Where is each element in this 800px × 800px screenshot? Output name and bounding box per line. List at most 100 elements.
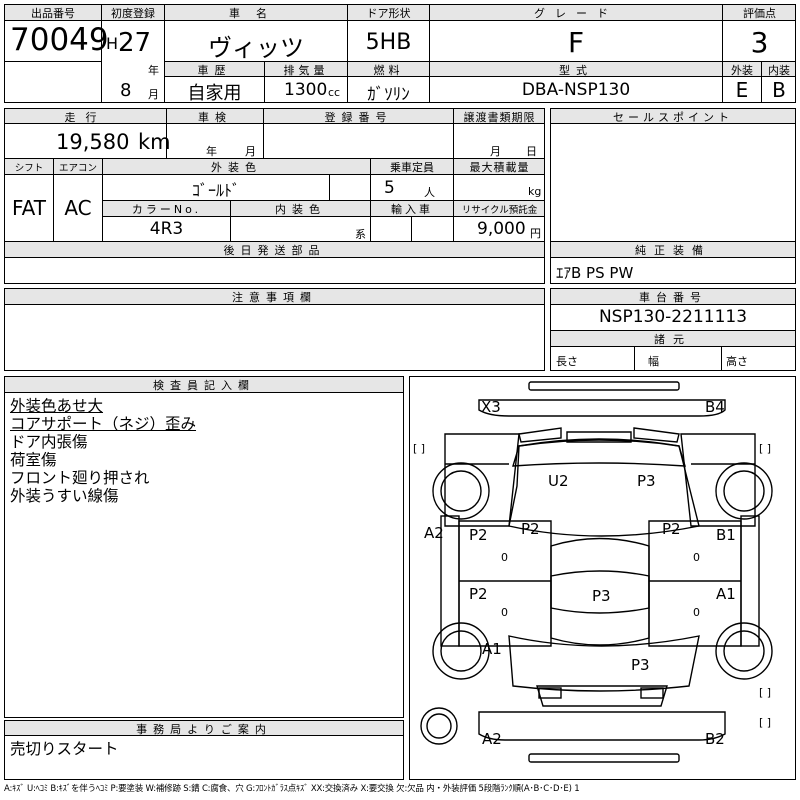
reg-year: 27 (118, 28, 152, 58)
import-header: 輸入車 (391, 203, 433, 216)
office-text: 売切りスタート (10, 740, 119, 758)
exterior-header: 外装 (731, 64, 753, 77)
inspector-line: 外装うすい線傷 (10, 487, 119, 505)
displacement-header: 排気量 (283, 64, 329, 77)
inspector-header: 検査員記入欄 (153, 379, 255, 392)
interior-grade: B (772, 78, 786, 102)
lot-header: 出品番号 (31, 7, 75, 20)
office-box (4, 720, 404, 780)
office-header: 事務局よりご案内 (136, 723, 272, 736)
exterior-grade: E (735, 78, 749, 102)
inspector-line: フロント廻り押され (10, 469, 150, 487)
dims-header: 諸元 (654, 333, 692, 346)
fuel-header: 燃料 (373, 64, 404, 77)
sales-point-header: セールスポイント (613, 111, 733, 124)
model-header: 型式 (559, 64, 593, 77)
aircon-header: エアコン (58, 163, 97, 174)
damage-label: U2 (548, 472, 569, 490)
legend: A:ｷｽﾞ U:ﾍｺﾐ B:ｷｽﾞを伴うﾍｺﾐ P:要塗装 W:補修跡 S:錆 … (4, 784, 580, 794)
door-header: ドア形状 (366, 7, 411, 20)
color-no-header: カラーNo. (131, 203, 202, 216)
insp-year-unit: 年 (206, 145, 217, 158)
chassis-number: NSP130-2211113 (598, 307, 748, 327)
height-label: 高さ (726, 355, 748, 368)
capacity-header: 乗車定員 (390, 161, 434, 174)
chassis-header: 車台番号 (639, 291, 707, 304)
damage-label: A1 (482, 640, 502, 658)
notes-header: 注意事項欄 (232, 291, 317, 304)
later-parts-header: 後日発送部品 (223, 244, 326, 257)
capacity-unit: 人 (424, 186, 435, 199)
equip-header: 純正装備 (635, 244, 711, 257)
capacity: 5 (384, 178, 395, 198)
displacement-unit: cc (328, 86, 341, 99)
chassis-box (550, 288, 796, 371)
mileage: 19,580 (56, 130, 130, 154)
ext-color: ｺﾞｰﾙﾄﾞ (191, 181, 240, 200)
shift-header: シフト (14, 163, 44, 174)
damage-label: P2 (521, 520, 540, 538)
zero-mark: 0 (501, 551, 508, 564)
inspector-line: ドア内張傷 (10, 433, 88, 451)
zero-mark: 0 (693, 551, 700, 564)
damage-label: P3 (637, 472, 656, 490)
transfer-month-unit: 月 (490, 145, 501, 158)
damage-label: B4 (705, 398, 725, 416)
grade: F (567, 26, 585, 59)
damage-label: P2 (469, 526, 488, 544)
aircon: AC (64, 196, 92, 220)
top-header-band (5, 5, 795, 20)
zero-mark: 0 (501, 606, 508, 619)
int-color-unit: 系 (355, 228, 366, 241)
first-reg-header: 初度登録 (111, 7, 155, 20)
reg-month: 8 (120, 80, 132, 101)
sales-point-box (550, 108, 796, 284)
insp-month-unit: 月 (245, 145, 256, 158)
model: DBA-NSP130 (521, 80, 631, 100)
shift: FAT (11, 196, 46, 220)
equipment: ｴｱB PS PW (556, 264, 634, 282)
damage-label: X3 (481, 398, 501, 416)
grade-header: グレード (534, 7, 618, 20)
car-name-header: 車名 (229, 7, 283, 20)
year-unit: 年 (148, 64, 159, 77)
mileage-header: 走行 (64, 111, 107, 124)
history: 自家用 (187, 83, 242, 104)
bracket: [ ] (413, 442, 425, 455)
int-color-header: 内装色 (275, 203, 326, 216)
interior-header: 内装 (768, 64, 790, 77)
inspection-header: 車検 (198, 111, 232, 124)
bracket: [ ] (759, 716, 771, 729)
width-label: 幅 (648, 355, 659, 368)
damage-label: P3 (631, 656, 650, 674)
damage-label: P2 (469, 585, 488, 603)
length-label: 長さ (556, 355, 578, 368)
reg-no-header: 登録番号 (324, 111, 393, 124)
transfer-header: 譲渡書類期限 (463, 111, 536, 124)
inspector-box (4, 376, 404, 718)
damage-label: A2 (482, 730, 502, 748)
damage-label: P2 (662, 520, 681, 538)
damage-label: B2 (705, 730, 725, 748)
car-diagram-box (409, 376, 796, 780)
color-no: 4R3 (149, 219, 184, 239)
fuel: ｶﾞｿﾘﾝ (367, 85, 410, 105)
recycle-unit: 円 (530, 227, 541, 240)
car-diagram: X3 B4 U2 P3 A2 P2 P2 P2 B1 P2 P3 A1 A1 P… (413, 381, 773, 763)
transfer-day-unit: 日 (526, 145, 537, 158)
max-load-header: 最大積載量 (469, 161, 530, 174)
load-unit: kg (528, 185, 542, 198)
inspector-line: 外装色あせ大 (10, 397, 104, 415)
era: H (106, 34, 119, 53)
ext-color-header: 外装色 (211, 161, 262, 174)
displacement: 1300 (284, 80, 328, 100)
zero-mark: 0 (693, 606, 700, 619)
lot-number: 70049 (10, 22, 109, 58)
bracket: [ ] (759, 686, 771, 699)
score: 3 (750, 26, 769, 59)
mid-table (4, 108, 545, 284)
damage-label: B1 (716, 526, 736, 544)
top-table (4, 4, 796, 103)
inspector-line: コアサポート（ネジ）歪み (10, 415, 197, 433)
inspector-line: 荷室傷 (10, 451, 57, 469)
